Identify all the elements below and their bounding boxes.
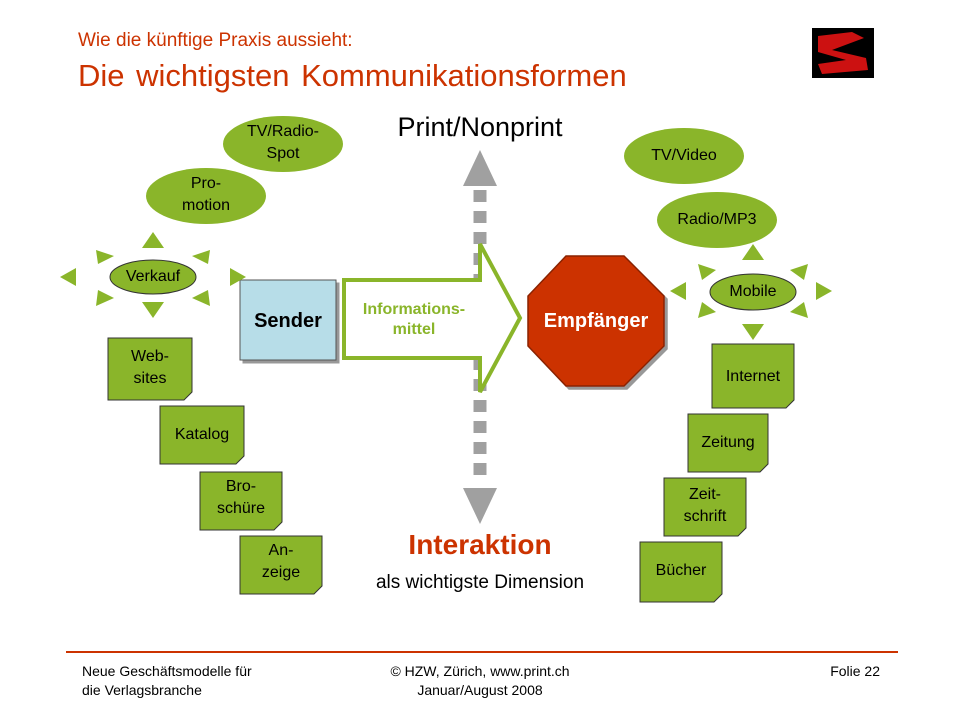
oval-tv-video-label: TV/Video — [651, 147, 717, 164]
hzw-logo-icon — [812, 28, 874, 78]
oval-label-line2: Spot — [266, 145, 300, 162]
footer-left-line1: Neue Geschäftsmodelle für — [82, 663, 252, 679]
oval-tv-radio-spot — [223, 116, 343, 172]
doc-label-line1: An- — [268, 542, 294, 559]
doc-katalog — [159, 405, 245, 465]
oval-label-line1: TV/Radio- — [246, 123, 320, 140]
sender-box — [239, 279, 337, 361]
slide-title: Die wichtigsten Kommunikationsformen — [78, 58, 627, 93]
sender-label: Sender — [254, 310, 322, 332]
doc-buecher — [639, 541, 723, 603]
doc-zeitung-label: Zeitung — [701, 434, 755, 451]
doc-internet-label: Internet — [725, 368, 781, 385]
doc-label-line1: Bro- — [225, 478, 257, 495]
doc-internet — [711, 343, 795, 409]
footer-divider — [66, 651, 898, 653]
information-medium-line1: Informations- — [362, 301, 466, 318]
doc-zeitschrift-label: Zeit- schrift — [664, 484, 746, 528]
information-medium-arrow — [342, 243, 523, 393]
oval-tv-radio-spot-label: TV/Radio- Spot — [223, 121, 343, 165]
interaktion-label: Interaktion — [408, 529, 552, 560]
doc-label-line2: zeige — [261, 564, 301, 581]
slide-subtitle: Wie die künftige Praxis aussieht: — [78, 30, 353, 51]
verkauf-label: Verkauf — [125, 268, 181, 285]
footer-center-line1: © HZW, Zürich, www.print.ch — [390, 663, 570, 679]
doc-label-line2: schüre — [216, 500, 266, 517]
receiver-label: Empfänger — [543, 310, 649, 332]
doc-zeitung — [687, 413, 769, 473]
doc-broschuere-label: Bro- schüre — [200, 476, 282, 520]
oval-promotion-label: Pro- motion — [146, 173, 266, 217]
information-medium-label: Informations- mittel — [348, 300, 480, 340]
mobile-label: Mobile — [729, 283, 777, 300]
doc-label-line2: schrift — [683, 508, 727, 525]
oval-label-line2: motion — [181, 197, 231, 214]
footer-left-line2: die Verlagsbranche — [82, 682, 202, 698]
doc-websites-label: Web- sites — [108, 346, 192, 390]
oval-tv-video — [624, 128, 744, 184]
footer-left: Neue Geschäftsmodelle für die Verlagsbra… — [82, 662, 252, 700]
oval-label-line1: Pro- — [190, 175, 222, 192]
doc-websites — [107, 337, 193, 401]
oval-radio-mp3 — [657, 192, 777, 248]
doc-anzeige — [239, 535, 323, 595]
slide-number: Folie 22 — [830, 663, 880, 679]
doc-zeitschrift — [663, 477, 747, 537]
doc-katalog-label: Katalog — [174, 426, 230, 443]
doc-anzeige-label: An- zeige — [240, 540, 322, 584]
mobile-hub — [670, 244, 832, 340]
doc-label-line1: Zeit- — [689, 486, 721, 503]
vertical-double-arrow — [463, 150, 497, 524]
doc-label-line2: sites — [133, 370, 167, 387]
footer-center-line2: Januar/August 2008 — [417, 682, 543, 698]
doc-broschuere — [199, 471, 283, 531]
doc-buecher-label: Bücher — [655, 562, 707, 579]
verkauf-hub — [60, 232, 246, 318]
oval-radio-mp3-label: Radio/MP3 — [677, 211, 757, 228]
doc-label-line1: Web- — [131, 348, 169, 365]
receiver-octagon — [527, 255, 665, 387]
information-medium-line2: mittel — [392, 321, 436, 338]
oval-promotion — [146, 168, 266, 224]
print-nonprint-label: Print/Nonprint — [397, 112, 563, 142]
dimension-label: als wichtigste Dimension — [375, 572, 585, 593]
footer-center: © HZW, Zürich, www.print.ch Januar/Augus… — [330, 662, 630, 700]
